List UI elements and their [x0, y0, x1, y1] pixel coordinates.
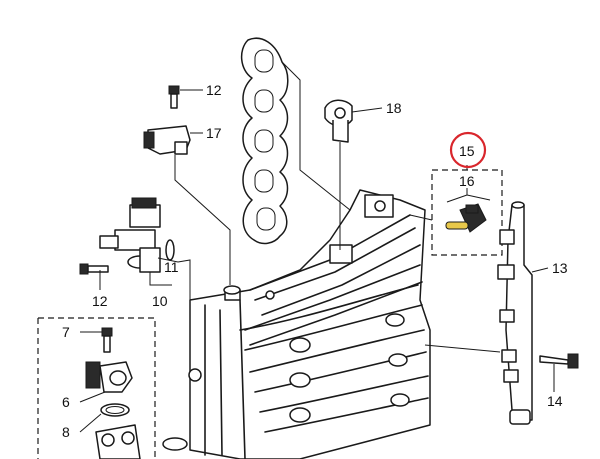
- callout-12-top: 12: [206, 82, 222, 98]
- highlight-circle: [449, 131, 487, 169]
- manifold-gasket: [240, 37, 351, 245]
- sensor-17: [143, 125, 231, 285]
- callout-14: 14: [547, 393, 563, 409]
- callout-18: 18: [386, 100, 402, 116]
- temperature-sensor: [445, 203, 487, 233]
- callout-10: 10: [152, 293, 168, 309]
- callout-8: 8: [62, 424, 70, 440]
- callout-17: 17: [206, 125, 222, 141]
- fuel-rail-13: [424, 201, 549, 425]
- callout-13: 13: [552, 260, 568, 276]
- valve-11: [99, 197, 191, 300]
- intake-manifold: [188, 189, 431, 459]
- bolt-12-lower: [79, 263, 109, 290]
- callout-6: 6: [62, 394, 70, 410]
- callout-11: 11: [164, 259, 179, 275]
- callout-12-lower: 12: [92, 293, 108, 309]
- callout-15: 15: [459, 143, 475, 159]
- callout-16: 16: [459, 173, 475, 189]
- sensor-group-15: [409, 165, 503, 256]
- throttle-group: [37, 317, 188, 459]
- bolt-12-top: [168, 85, 203, 109]
- clip-18: [324, 99, 383, 250]
- callout-7: 7: [62, 324, 70, 340]
- bolt-14: [539, 353, 579, 392]
